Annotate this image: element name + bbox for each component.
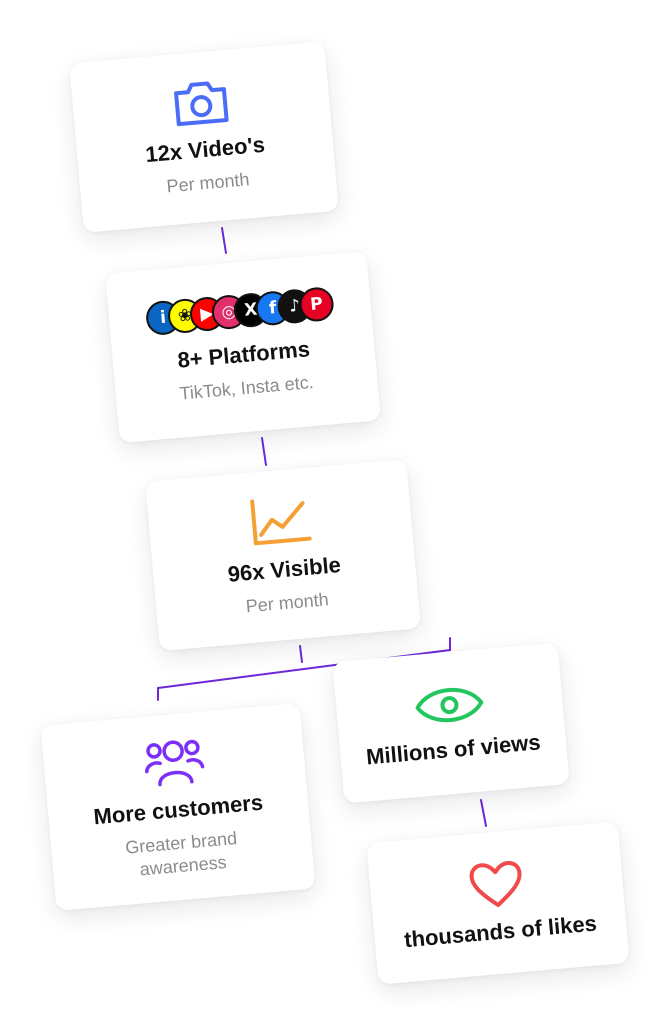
customers-title: More customers bbox=[92, 790, 264, 830]
visible-subtitle: Per month bbox=[244, 588, 330, 616]
card-likes: thousands of likes bbox=[366, 821, 630, 985]
line-chart-icon bbox=[250, 499, 312, 546]
customers-subtitle-line2: awareness bbox=[138, 852, 228, 880]
platforms-title: 8+ Platforms bbox=[176, 336, 311, 373]
connector-videos-platforms bbox=[221, 227, 227, 254]
visible-title: 96x Visible bbox=[226, 552, 342, 587]
card-videos: 12x Video's Per month bbox=[69, 41, 339, 233]
card-views: Millions of views bbox=[332, 642, 570, 804]
customers-subtitle: Greater brand awareness bbox=[124, 827, 240, 883]
card-customers: More customers Greater brand awareness bbox=[40, 703, 316, 911]
likes-title: thousands of likes bbox=[403, 910, 598, 953]
camera-icon bbox=[174, 81, 229, 127]
platforms-subtitle: TikTok, Insta etc. bbox=[178, 371, 315, 404]
heart-icon bbox=[469, 860, 522, 907]
eye-icon bbox=[415, 687, 484, 722]
connector-branch-bar bbox=[157, 637, 451, 701]
connector-platforms-visible bbox=[261, 437, 267, 466]
videos-subtitle: Per month bbox=[165, 168, 251, 196]
videos-title: 12x Video's bbox=[144, 131, 266, 168]
users-icon bbox=[145, 740, 205, 787]
connector-views-likes bbox=[480, 799, 487, 827]
connector-visible-branch bbox=[299, 645, 303, 663]
views-title: Millions of views bbox=[365, 729, 542, 770]
card-visible: 96x Visible Per month bbox=[145, 458, 421, 652]
